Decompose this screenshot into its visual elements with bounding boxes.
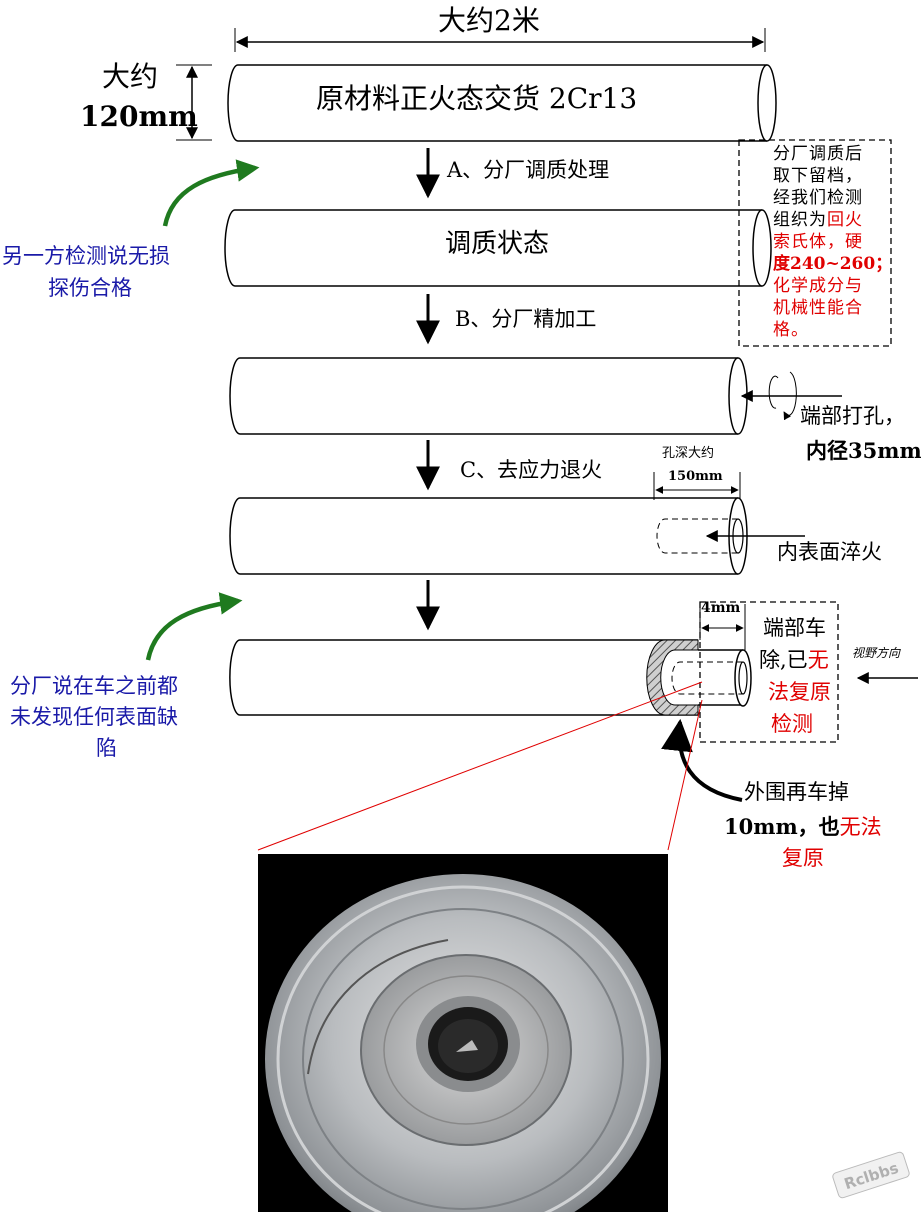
drill-note-line2: 内径35mm [806, 438, 921, 463]
outer-cut-line2: 10mm，也无法 [724, 814, 882, 840]
end-removed-line2: 除,已无 [759, 648, 829, 673]
length-dimension [234, 28, 766, 52]
end-removed-line3-b: 复原 [789, 680, 831, 704]
hole-depth-line2: 150mm [668, 469, 723, 484]
green-arrow-2 [145, 592, 243, 661]
drill-indicator [740, 371, 842, 421]
end-removed-line3: 法复原 [768, 680, 831, 705]
inspection-line-3: 经我们检测 [773, 188, 863, 208]
left-note-2-line2: 未发现任何表面缺 [10, 705, 178, 729]
inspection-line-2: 取下留档， [773, 166, 863, 186]
end-removed-line3-a: 法 [768, 680, 789, 704]
end-removed-line1: 端部车 [763, 616, 826, 640]
inspection-line-5: 索氏体，硬 [773, 232, 863, 252]
diameter-label-line1: 大约 [102, 60, 159, 93]
inspection-line-4-b: 回火 [827, 210, 863, 230]
inspection-line-8: 机械性能合 [773, 298, 863, 318]
inspection-line-1: 分厂调质后 [773, 144, 863, 164]
photo-rendering [258, 854, 668, 1212]
tube2-label: 调质状态 [445, 229, 550, 259]
inspection-line-7: 化学成分与 [773, 276, 863, 296]
green-arrow-1 [162, 159, 260, 227]
tube-machined [229, 357, 748, 435]
part-end-face-photo [258, 854, 668, 1212]
step-b-label: B、分厂精加工 [455, 307, 597, 331]
inspection-line-9: 格。 [773, 320, 809, 340]
watermark-logo: Rclbbs [828, 1150, 914, 1200]
hole-depth-line1: 孔深大约 [662, 446, 715, 461]
quench-note: 内表面淬火 [777, 540, 882, 564]
hole-depth-dimension [653, 472, 741, 500]
inspection-box-frame [738, 139, 892, 347]
inspection-line-4: 组织为回火 [773, 210, 863, 230]
view-direction-label: 视野方向 [852, 646, 901, 660]
left-note-2-line3: 陷 [96, 736, 117, 760]
drill-note-line1: 端部打孔， [800, 404, 905, 428]
end-removed-box [699, 601, 839, 743]
projection-line-right [667, 699, 703, 851]
wall-thickness-label: 4mm [701, 600, 741, 616]
outer-cut-arrow [661, 718, 743, 802]
length-label: 大约2米 [438, 4, 540, 37]
outer-cut-line1: 外围再车掉 [744, 780, 849, 804]
tube-annealed [229, 497, 805, 575]
end-removed-line2-a: 除,已 [759, 648, 808, 672]
tube-final [229, 604, 752, 716]
projection-line-left [257, 681, 703, 851]
inspection-line-6: 度240~260； [773, 254, 893, 274]
left-note-1-line1: 另一方检测说无损 [2, 244, 170, 268]
tube1-label: 原材料正火态交货 2Cr13 [316, 82, 638, 115]
left-note-2-line1: 分厂说在车之前都 [10, 674, 178, 698]
end-removed-line2-b: 无 [807, 648, 829, 672]
outer-cut-line2-a: 10mm，也 [724, 814, 840, 839]
step-a-label: A、分厂调质处理 [447, 158, 610, 182]
tube-quenched-tempered [224, 209, 772, 287]
outer-cut-line2-b: 无法 [839, 815, 882, 839]
end-removed-line4: 检测 [771, 712, 813, 736]
diameter-label-line2: 120mm [80, 100, 198, 133]
step-c-label: C、去应力退火 [460, 458, 603, 482]
left-note-1-line2: 探伤合格 [48, 276, 132, 300]
inspection-line-4-a: 组织为 [773, 210, 827, 230]
diameter-dimension [176, 64, 212, 141]
outer-cut-line3: 复原 [782, 846, 824, 870]
tube-raw-material [227, 64, 777, 142]
